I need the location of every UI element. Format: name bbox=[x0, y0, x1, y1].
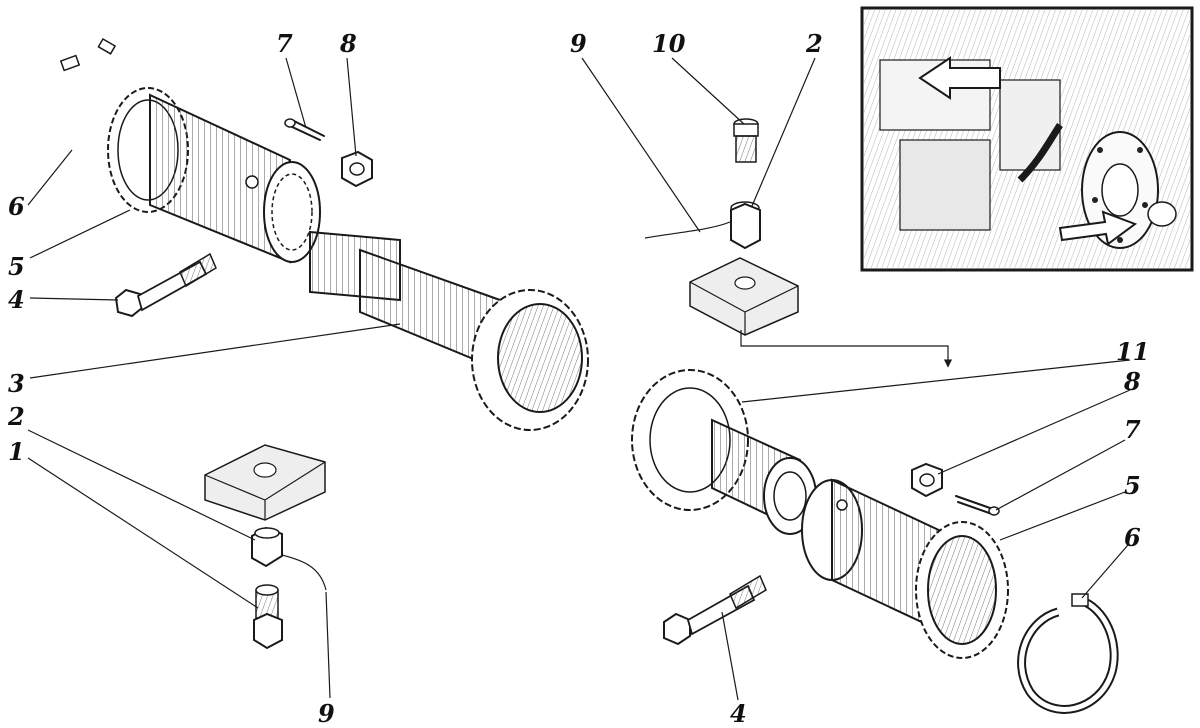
sleeve-gear-right bbox=[801, 478, 1009, 659]
bolt-left bbox=[114, 252, 217, 318]
right-assembly: 9 10 2 11 8 7 5 6 4 bbox=[570, 29, 1149, 728]
pad-right bbox=[689, 257, 799, 336]
label-sleeve-right: 5 bbox=[1124, 471, 1141, 500]
label-bolt-left: 4 bbox=[8, 285, 25, 314]
leader-lines-left bbox=[27, 57, 401, 699]
cotter-pin-left bbox=[284, 118, 325, 141]
label-nut-left: 8 bbox=[339, 29, 357, 58]
arrow-right-icon bbox=[740, 330, 953, 368]
label-wire-right: 9 bbox=[570, 29, 587, 58]
bolt-right bbox=[663, 574, 767, 646]
wire-right bbox=[644, 221, 731, 239]
label-shaft-left: 3 bbox=[8, 369, 25, 398]
label-breather-right: 10 bbox=[652, 29, 686, 58]
label-plug-left: 2 bbox=[7, 402, 25, 431]
shaft-gear-left bbox=[309, 230, 589, 431]
label-bolt-right: 4 bbox=[730, 699, 747, 728]
label-circlip-right: 6 bbox=[1124, 523, 1141, 552]
label-nut-right: 8 bbox=[1123, 367, 1141, 396]
label-circlip-left: 6 bbox=[8, 192, 25, 221]
left-assembly: 6 5 4 3 2 1 7 8 9 bbox=[7, 29, 589, 728]
gear-shaft-right bbox=[631, 369, 817, 535]
sleeve-gear-left bbox=[107, 87, 321, 264]
pad-left bbox=[204, 444, 326, 521]
nut-right bbox=[911, 462, 943, 498]
label-bolt-small-left: 1 bbox=[8, 437, 25, 466]
bolt-small-left bbox=[253, 584, 283, 650]
leader-lines-right bbox=[581, 57, 1131, 701]
label-sleeve-left: 5 bbox=[8, 252, 25, 281]
label-cotter-pin-right: 7 bbox=[1124, 415, 1141, 444]
label-cotter-pin-left: 7 bbox=[276, 29, 293, 58]
nut-left bbox=[341, 150, 373, 188]
plug-right bbox=[730, 201, 761, 250]
label-plug-right: 2 bbox=[805, 29, 823, 58]
label-wire-left: 9 bbox=[318, 699, 335, 728]
breather-right bbox=[733, 118, 759, 163]
label-gear-shaft-right: 11 bbox=[1116, 337, 1149, 366]
engine-inset bbox=[860, 6, 1194, 272]
circlip-right bbox=[1017, 593, 1119, 714]
cotter-pin-right bbox=[955, 495, 1000, 516]
plug-left bbox=[251, 526, 327, 591]
